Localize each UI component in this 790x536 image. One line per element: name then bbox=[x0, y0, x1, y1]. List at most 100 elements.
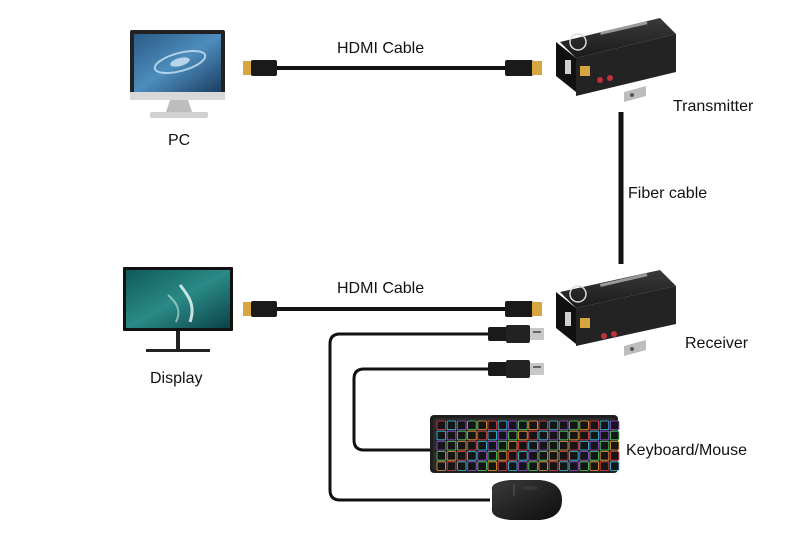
keyboard-key bbox=[559, 420, 569, 431]
keyboard-key bbox=[477, 461, 487, 471]
keyboard-key bbox=[456, 451, 467, 461]
keyboard-key bbox=[528, 430, 538, 441]
keyboard-key bbox=[538, 430, 549, 441]
keyboard-key bbox=[528, 451, 538, 461]
keyboard-key bbox=[610, 451, 620, 461]
fiber-transmitter-icon bbox=[556, 18, 676, 102]
keyboard-key bbox=[599, 430, 610, 441]
pc-label: PC bbox=[168, 132, 191, 149]
keyboard-key bbox=[548, 430, 559, 441]
hdmi-cable-bottom-label: HDMI Cable bbox=[337, 280, 425, 297]
keyboard-key bbox=[477, 440, 487, 451]
keyboard-key bbox=[487, 440, 498, 451]
keyboard-key bbox=[569, 420, 579, 431]
keyboard-key bbox=[436, 461, 447, 471]
keyboard-key bbox=[518, 451, 528, 461]
keyboard-icon bbox=[430, 415, 620, 473]
receiver-label: Receiver bbox=[685, 335, 749, 352]
keyboard-key bbox=[538, 440, 549, 451]
keyboard-key bbox=[456, 440, 467, 451]
keyboard-key bbox=[548, 440, 559, 451]
keyboard-key bbox=[548, 420, 559, 431]
keyboard-key bbox=[569, 451, 579, 461]
keyboard-key bbox=[497, 451, 508, 461]
fiber-cable-label: Fiber cable bbox=[628, 185, 708, 202]
keyboard-key bbox=[446, 451, 457, 461]
keyboard-key bbox=[477, 451, 487, 461]
keyboard-key bbox=[599, 440, 610, 451]
keyboard-key bbox=[467, 461, 477, 471]
keyboard-key bbox=[579, 420, 589, 431]
keyboard-key bbox=[610, 420, 620, 431]
keyboard-key bbox=[436, 420, 447, 431]
keyboard-key bbox=[446, 430, 457, 441]
keyboard-key bbox=[569, 461, 579, 471]
keyboard-key bbox=[559, 461, 569, 471]
keyboard-key bbox=[518, 440, 528, 451]
keyboard-key bbox=[528, 440, 538, 451]
keyboard-key bbox=[507, 430, 518, 441]
keyboard-key bbox=[467, 440, 477, 451]
display-label: Display bbox=[150, 370, 203, 387]
keyboard-key bbox=[528, 461, 538, 471]
keyboard-key bbox=[569, 430, 579, 441]
keyboard-key bbox=[507, 451, 518, 461]
pc-monitor-icon bbox=[130, 30, 225, 118]
keyboard-key bbox=[467, 451, 477, 461]
keyboard-key bbox=[518, 461, 528, 471]
keyboard-key bbox=[528, 420, 538, 431]
keyboard-key bbox=[610, 440, 620, 451]
keyboard-key bbox=[589, 420, 600, 431]
keyboard-key bbox=[507, 461, 518, 471]
keyboard-key bbox=[467, 430, 477, 441]
keyboard-key bbox=[456, 420, 467, 431]
keyboard-key bbox=[436, 440, 447, 451]
keyboard-key bbox=[599, 461, 610, 471]
hdmi-cable-bottom bbox=[243, 301, 542, 317]
keyboard-key bbox=[559, 440, 569, 451]
keyboard-key bbox=[446, 440, 457, 451]
keyboard-key bbox=[538, 461, 549, 471]
keyboard-key bbox=[569, 440, 579, 451]
hdmi-cable-top bbox=[243, 60, 542, 76]
keyboard-key bbox=[436, 430, 447, 441]
usb-cable-mouse bbox=[328, 325, 544, 502]
keyboard-key bbox=[559, 451, 569, 461]
keyboard-key bbox=[589, 430, 600, 441]
keyboard-key bbox=[548, 451, 559, 461]
keyboard-key bbox=[497, 430, 508, 441]
keyboard-key bbox=[610, 461, 620, 471]
transmitter-label: Transmitter bbox=[673, 98, 754, 115]
keyboard-key bbox=[518, 430, 528, 441]
keyboard-key bbox=[559, 430, 569, 441]
keyboard-key bbox=[477, 430, 487, 441]
keyboard-key bbox=[589, 461, 600, 471]
keyboard-key bbox=[487, 430, 498, 441]
keyboard-key bbox=[456, 430, 467, 441]
usb-cable-keyboard bbox=[352, 360, 544, 452]
display-icon bbox=[123, 267, 233, 352]
keyboard-keys bbox=[436, 420, 620, 471]
keyboard-mouse-label: Keyboard/Mouse bbox=[626, 442, 747, 459]
keyboard-key bbox=[487, 451, 498, 461]
keyboard-key bbox=[599, 451, 610, 461]
keyboard-key bbox=[579, 461, 589, 471]
keyboard-key bbox=[467, 420, 477, 431]
keyboard-key bbox=[487, 461, 498, 471]
keyboard-key bbox=[589, 451, 600, 461]
keyboard-key bbox=[599, 420, 610, 431]
keyboard-key bbox=[589, 440, 600, 451]
keyboard-key bbox=[507, 440, 518, 451]
hdmi-cable-top-label: HDMI Cable bbox=[337, 40, 425, 57]
keyboard-key bbox=[548, 461, 559, 471]
keyboard-key bbox=[538, 451, 549, 461]
keyboard-key bbox=[497, 420, 508, 431]
keyboard-key bbox=[477, 420, 487, 431]
mouse-icon bbox=[491, 480, 562, 520]
keyboard-key bbox=[579, 451, 589, 461]
keyboard-key bbox=[487, 420, 498, 431]
fiber-receiver-icon bbox=[556, 270, 676, 356]
keyboard-key bbox=[518, 420, 528, 431]
keyboard-key bbox=[456, 461, 467, 471]
